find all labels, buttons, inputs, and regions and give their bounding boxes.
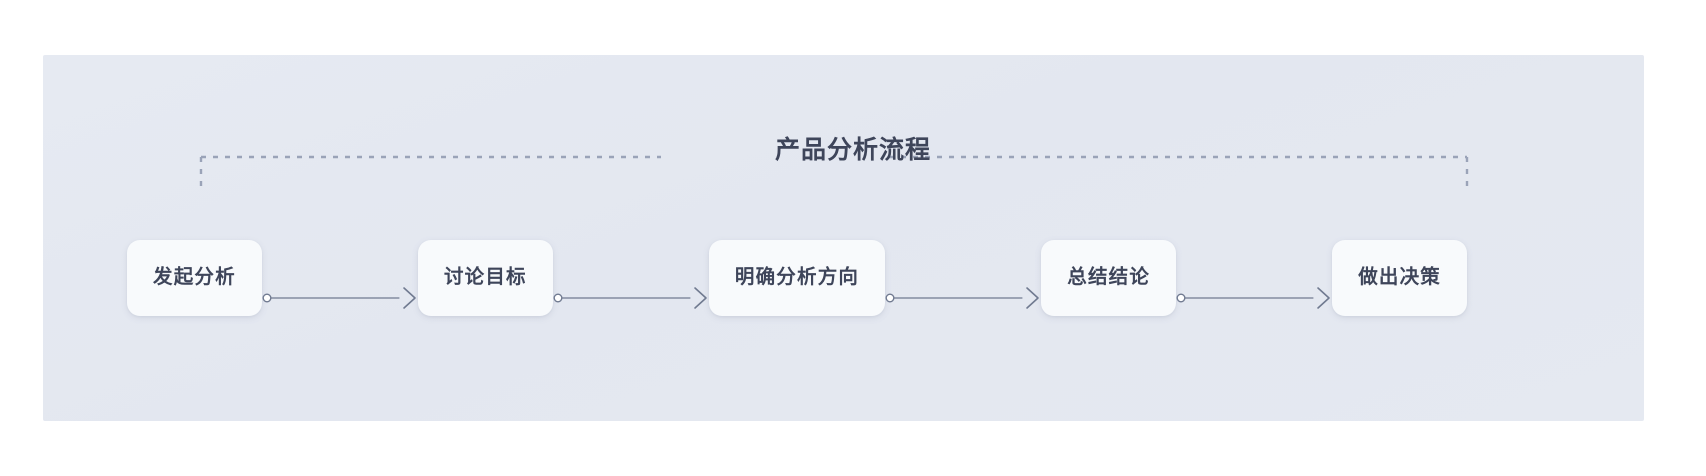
flow-connector-2 <box>553 240 709 316</box>
flow-node-4[interactable]: 总结结论 <box>1041 240 1177 316</box>
connector-start-dot-icon <box>553 293 563 303</box>
connector-start-dot-icon <box>885 293 895 303</box>
connector-arrowhead-icon <box>1317 287 1331 309</box>
flow-connector-4 <box>1176 240 1332 316</box>
flow-connector-3 <box>885 240 1041 316</box>
flow-node-row: 发起分析 讨论目标 <box>127 240 1468 316</box>
flow-node-label: 发起分析 <box>153 266 236 289</box>
flow-title: 产品分析流程 <box>774 136 931 164</box>
connector-arrowhead-icon <box>403 287 416 309</box>
connector-arrowhead-icon <box>694 287 707 309</box>
flow-node-label: 总结结论 <box>1067 266 1151 289</box>
flow-connector-1 <box>262 240 418 316</box>
flow-node-label: 做出决策 <box>1358 266 1442 289</box>
connector-arrowhead-icon <box>1026 287 1040 309</box>
flow-node-5[interactable]: 做出决策 <box>1332 240 1468 316</box>
flow-panel <box>43 55 1644 421</box>
flow-node-2[interactable]: 讨论目标 <box>417 240 553 316</box>
connector-start-dot-icon <box>262 293 272 303</box>
flow-node-label: 明确分析方向 <box>734 266 860 289</box>
flow-node-label: 讨论目标 <box>443 266 527 289</box>
flow-node-3[interactable]: 明确分析方向 <box>708 240 886 316</box>
connector-start-dot-icon <box>1176 293 1186 303</box>
flow-node-1[interactable]: 发起分析 <box>127 240 262 316</box>
